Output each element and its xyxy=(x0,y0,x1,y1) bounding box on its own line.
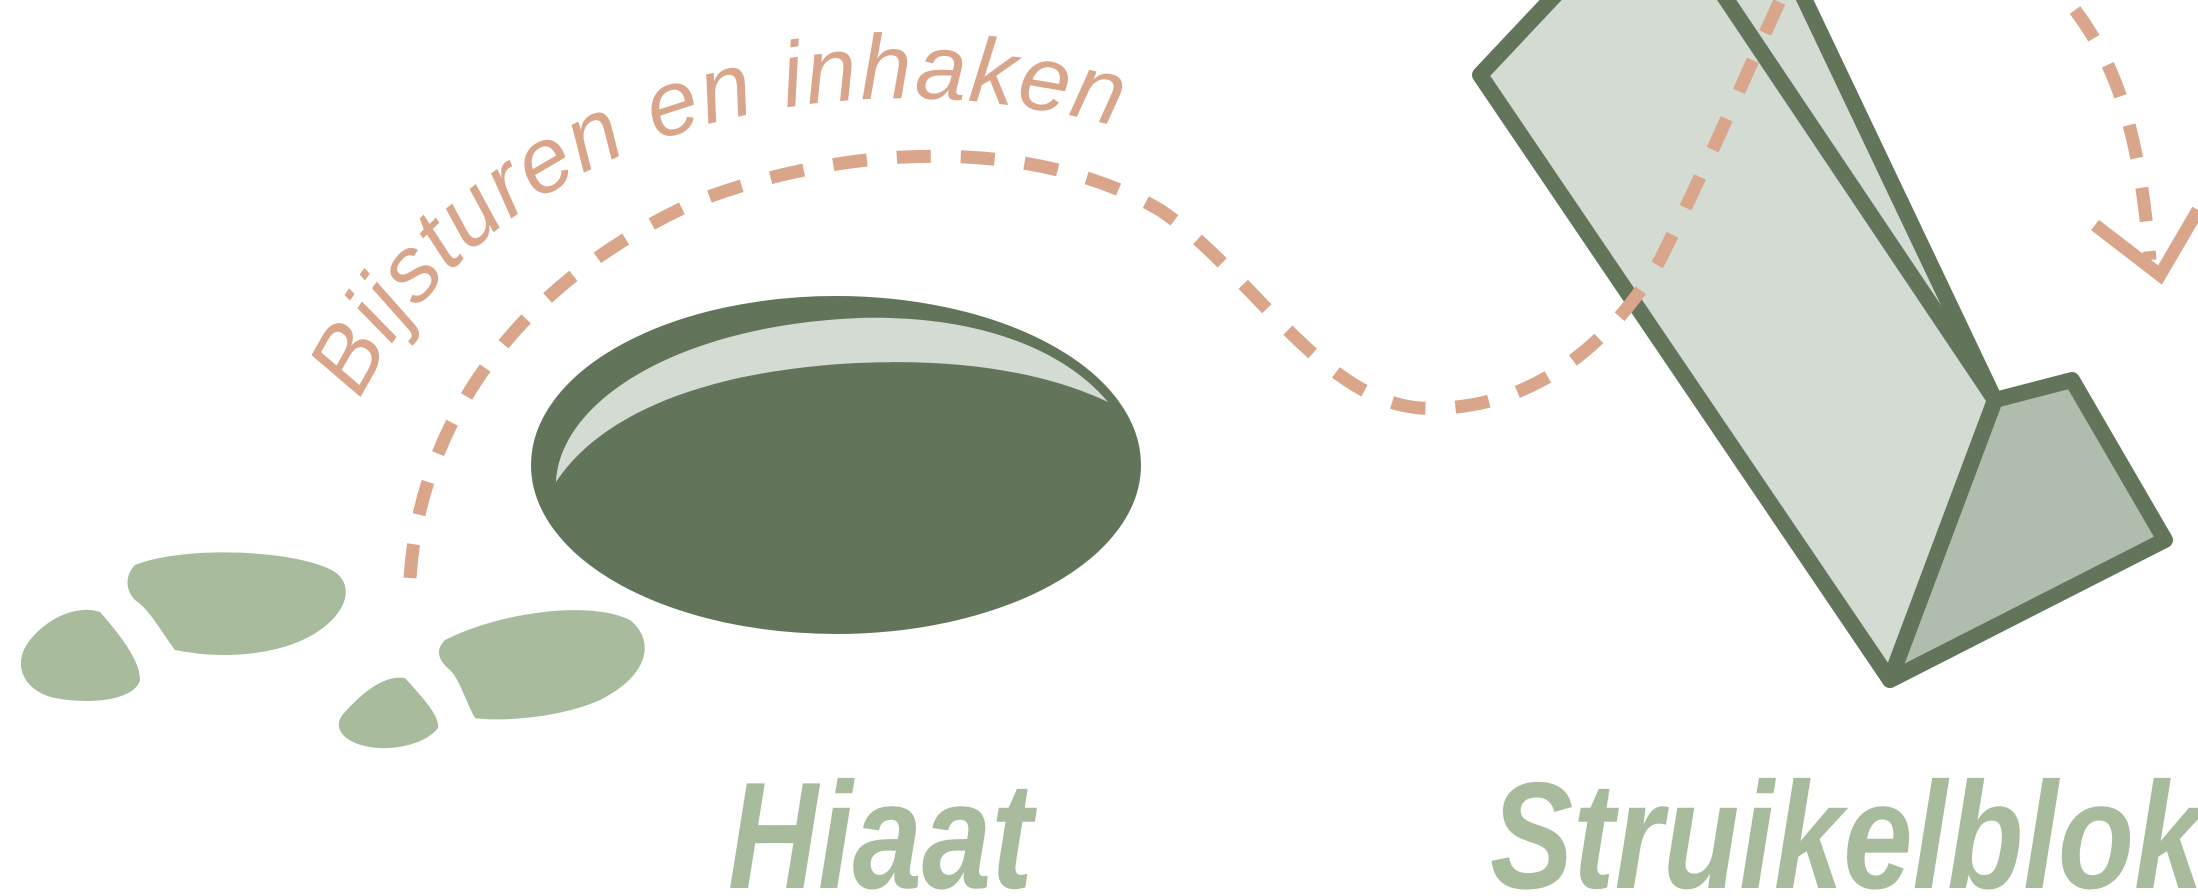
label-gap: Hiaat xyxy=(728,751,1033,896)
footprint-right xyxy=(338,610,645,749)
dashed-return-arrow xyxy=(2069,6,2157,261)
footprint-left xyxy=(20,552,346,701)
hole-icon xyxy=(531,296,1141,634)
label-obstacle: Struikelblok xyxy=(1490,751,2198,896)
arrow-head-icon xyxy=(2091,206,2198,285)
block-icon xyxy=(1472,0,2173,688)
footprints-icon xyxy=(20,552,645,749)
dashed-path-arrow xyxy=(403,0,1788,579)
